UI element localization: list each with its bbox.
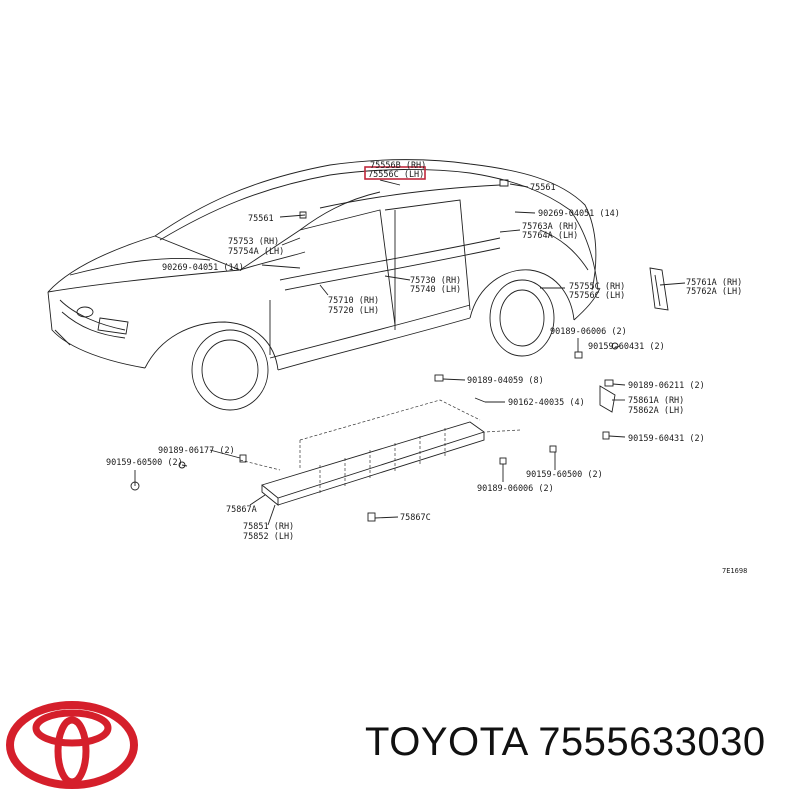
part-label: 75561 <box>530 183 556 193</box>
part-label: 90189-04059 (8) <box>467 376 544 386</box>
part-label: 75763A (RH) <box>522 222 578 232</box>
part-label: 90159-60500 (2) <box>526 470 603 480</box>
part-label: 90159-60431 (2) <box>628 434 705 444</box>
part-label: 75867A <box>226 505 257 515</box>
part-label: 75720 (LH) <box>328 306 379 316</box>
car-illustration <box>47 159 601 411</box>
part-label: 75852 (LH) <box>243 532 294 542</box>
diagram-code: 7E1698 <box>722 567 747 575</box>
part-label: 90189-06006 (2) <box>477 484 554 494</box>
part-label: 75764A (LH) <box>522 231 578 241</box>
leader-lines <box>134 179 686 526</box>
part-label: 75556C (LH) <box>368 170 424 180</box>
part-label: 75755C (RH) <box>569 282 625 292</box>
mud-guard-illustration <box>649 267 669 311</box>
part-label: 90159-60431 (2) <box>588 342 665 352</box>
part-label: 75761A (RH) <box>686 278 742 288</box>
part-label: 75867C <box>400 513 431 523</box>
part-label: 90269-04051 (14) <box>538 209 620 219</box>
part-label: 90162-40035 (4) <box>508 398 585 408</box>
brand-name: TOYOTA <box>365 720 527 764</box>
clips-illustration <box>130 179 619 522</box>
part-number: 7555633030 <box>538 720 766 764</box>
part-label: 75862A (LH) <box>628 406 684 416</box>
toyota-logo-icon <box>6 701 138 789</box>
part-label: 75762A (LH) <box>686 287 742 297</box>
part-label: 75861A (RH) <box>628 396 684 406</box>
part-label: 75754A (LH) <box>228 247 284 257</box>
part-label: 90189-06006 (2) <box>550 327 627 337</box>
part-labels: 75556B (RH) 75556C (LH) 75561 75561 9026… <box>106 161 747 575</box>
part-label: 75740 (LH) <box>410 285 461 295</box>
part-label: 90189-06211 (2) <box>628 381 705 391</box>
footer-brand-part: TOYOTA 7555633030 <box>365 712 785 772</box>
part-label: 75710 (RH) <box>328 296 379 306</box>
part-label: 75851 (RH) <box>243 522 294 532</box>
part-label: 75561 <box>248 214 274 224</box>
part-label: 90189-06177 (2) <box>158 446 235 456</box>
part-label: 90159-60500 (2) <box>106 458 183 468</box>
part-label: 90269-04051 (14) <box>162 263 244 273</box>
rocker-panel-illustration <box>239 399 521 506</box>
part-label: 75730 (RH) <box>410 276 461 286</box>
part-label: 75756C (LH) <box>569 291 625 301</box>
part-label: 75753 (RH) <box>228 237 279 247</box>
part-label: 75556B (RH) <box>370 161 426 171</box>
highlight-box <box>364 166 426 180</box>
